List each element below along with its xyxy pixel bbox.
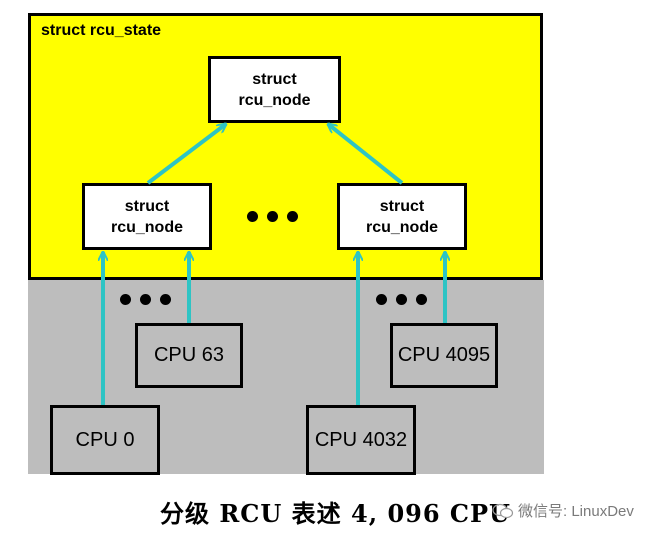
rcu-hierarchy-diagram: struct rcu_state struct rcu_node struct … (0, 0, 671, 475)
right-node-line2: rcu_node (365, 218, 438, 236)
left-node-line2: rcu_node (110, 218, 183, 236)
cpu-63-box: CPU 63 (135, 323, 243, 388)
right-rcu-node: struct rcu_node (337, 183, 467, 250)
right-node-to-root-arrow (328, 124, 404, 185)
left-node-to-root-arrow (146, 124, 226, 185)
cpu-4095-box: CPU 4095 (390, 323, 498, 388)
cpu-0-box: CPU 0 (50, 405, 160, 475)
watermark-text: 微信号: LinuxDev (518, 503, 634, 520)
left-node-line1: struct (124, 197, 170, 215)
rcu-state-title: struct rcu_state (41, 22, 162, 39)
right-cpu-ellipsis (376, 294, 427, 305)
root-node-line1: struct (252, 70, 297, 88)
left-rcu-node: struct rcu_node (82, 183, 212, 250)
root-rcu-node: struct rcu_node (208, 56, 341, 123)
wechat-icon (492, 503, 514, 518)
wechat-watermark: 微信号: LinuxDev (492, 500, 634, 521)
figure-caption-area: 分级 RCU 表述 4, 096 CPU 微信号: LinuxDev (0, 490, 671, 530)
figure-caption: 分级 RCU 表述 4, 096 CPU (160, 499, 511, 528)
root-node-line2: rcu_node (238, 91, 311, 109)
left-cpu-ellipsis (120, 294, 171, 305)
connection-arrows (0, 0, 671, 405)
cpu-4032-box: CPU 4032 (306, 405, 416, 475)
node-ellipsis (247, 211, 298, 222)
right-node-line1: struct (379, 197, 425, 215)
